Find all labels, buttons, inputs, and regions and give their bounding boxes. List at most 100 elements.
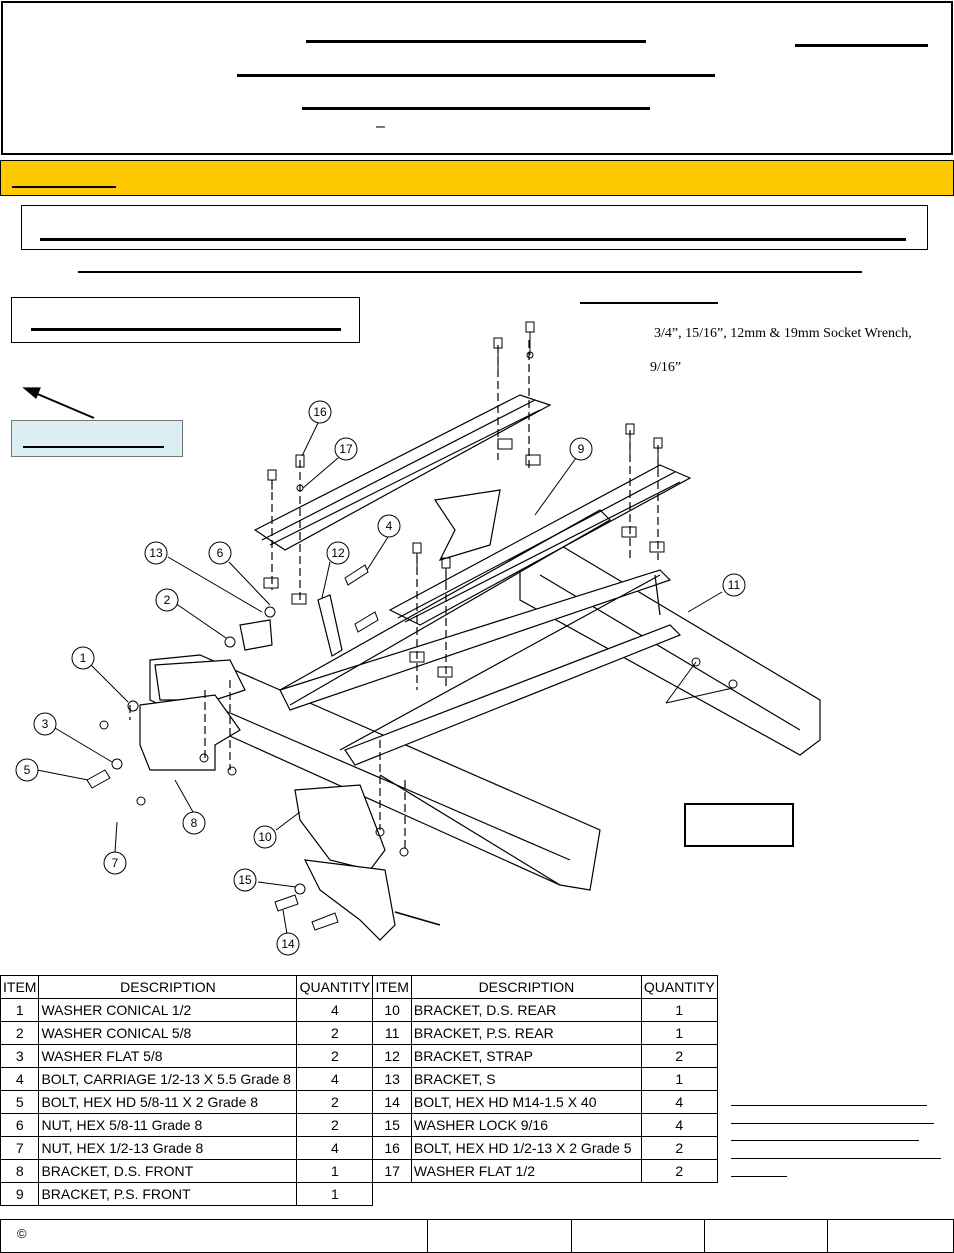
col-item: ITEM [372, 975, 412, 999]
callout-13: 13 [149, 546, 163, 560]
exploded-assembly-diagram: 1 2 3 4 5 6 7 8 9 10 11 12 13 14 15 16 1… [15, 321, 821, 956]
sig-line-5 [731, 1176, 787, 1177]
description-cell: BOLT, HEX HD 5/8-11 X 2 Grade 8 [38, 1090, 298, 1114]
item-cell: 11 [372, 1021, 412, 1045]
quantity-cell: 4 [640, 1113, 718, 1137]
item-cell: 9 [0, 1182, 40, 1206]
copyright-symbol: © [17, 1226, 27, 1241]
callout-15: 15 [238, 873, 252, 887]
description-cell: NUT, HEX 1/2-13 Grade 8 [38, 1136, 298, 1160]
note-box [684, 803, 794, 847]
footer-cell-1 [427, 1220, 428, 1252]
item-cell: 4 [0, 1067, 40, 1091]
quantity-cell: 1 [640, 1021, 718, 1045]
header-box [1, 1, 953, 155]
description-cell: BOLT, HEX HD 1/2-13 X 2 Grade 5 [410, 1136, 642, 1160]
footer-cell-4 [827, 1220, 828, 1252]
quantity-cell: 1 [296, 1182, 374, 1206]
description-cell [411, 1183, 641, 1206]
callout-11: 11 [728, 578, 741, 592]
description-cell: BRACKET, D.S. REAR [410, 998, 642, 1022]
quantity-cell: 1 [640, 1067, 718, 1091]
callout-10: 10 [258, 830, 272, 844]
item-cell: 17 [372, 1159, 412, 1183]
quantity-cell: 2 [296, 1044, 374, 1068]
description-cell: BOLT, HEX HD M14-1.5 X 40 [410, 1090, 642, 1114]
notice-underline [40, 238, 906, 241]
col-item: ITEM [0, 975, 40, 999]
description-cell: BRACKET, P.S. FRONT [38, 1182, 298, 1206]
description-cell: BRACKET, P.S. REAR [410, 1021, 642, 1045]
sig-line-2 [731, 1123, 934, 1124]
item-cell: 15 [372, 1113, 412, 1137]
parts-table-header: ITEM DESCRIPTION QUANTITY ITEM DESCRIPTI… [0, 975, 718, 999]
item-cell: 10 [372, 998, 412, 1022]
tools-heading-underline [580, 302, 718, 304]
header-underline-2 [795, 44, 928, 47]
callout-9: 9 [578, 442, 585, 456]
footer-cell-2 [571, 1220, 572, 1252]
front-note-underline [31, 328, 341, 331]
item-cell: 1 [0, 998, 40, 1022]
warning-underline [12, 186, 116, 188]
item-cell: 13 [372, 1067, 412, 1091]
quantity-cell: 2 [640, 1044, 718, 1068]
item-cell: 16 [372, 1136, 412, 1160]
quantity-cell: 2 [640, 1136, 718, 1160]
item-cell: 6 [0, 1113, 40, 1137]
callout-6: 6 [217, 546, 224, 560]
description-cell: WASHER CONICAL 1/2 [38, 998, 298, 1022]
notice-box [21, 205, 928, 250]
description-cell: BRACKET, STRAP [410, 1044, 642, 1068]
callout-8: 8 [191, 816, 198, 830]
description-cell: BOLT, CARRIAGE 1/2-13 X 5.5 Grade 8 [38, 1067, 298, 1091]
quantity-cell: 2 [640, 1159, 718, 1183]
front-label-box [11, 420, 183, 457]
header-underline-1 [306, 40, 646, 43]
front-label-underline [23, 446, 164, 448]
quantity-cell: 2 [296, 1021, 374, 1045]
tools-line-2: 9/16” [650, 360, 682, 375]
header-underline-3 [237, 74, 715, 77]
item-cell: 8 [0, 1159, 40, 1183]
item-cell: 14 [372, 1090, 412, 1114]
item-cell: 2 [0, 1021, 40, 1045]
header-dash: – [376, 118, 385, 135]
callout-3: 3 [42, 717, 49, 731]
quantity-cell: 4 [296, 1067, 374, 1091]
sig-line-3 [731, 1140, 919, 1141]
item-cell: 7 [0, 1136, 40, 1160]
description-cell: BRACKET, D.S. FRONT [38, 1159, 298, 1183]
header-underline-4 [302, 107, 650, 110]
description-cell: BRACKET, S [410, 1067, 642, 1091]
warning-bar [0, 160, 954, 196]
footer-cell-3 [704, 1220, 705, 1252]
item-cell [373, 1183, 411, 1206]
quantity-cell [641, 1183, 717, 1206]
sig-line-1 [731, 1105, 927, 1106]
description-cell: NUT, HEX 5/8-11 Grade 8 [38, 1113, 298, 1137]
callout-12: 12 [331, 546, 345, 560]
callout-4: 4 [386, 519, 393, 533]
item-cell: 5 [0, 1090, 40, 1114]
footer: © [0, 1219, 954, 1253]
callout-1: 1 [80, 651, 87, 665]
quantity-cell: 4 [296, 1136, 374, 1160]
quantity-cell: 4 [296, 998, 374, 1022]
item-cell: 3 [0, 1044, 40, 1068]
callout-7: 7 [112, 856, 119, 870]
callout-17: 17 [339, 442, 353, 456]
col-quantity: QUANTITY [640, 975, 718, 999]
parts-table: ITEM DESCRIPTION QUANTITY ITEM DESCRIPTI… [0, 975, 718, 1206]
tools-line-1: 3/4”, 15/16”, 12mm & 19mm Socket Wrench, [654, 326, 912, 341]
description-cell: WASHER CONICAL 5/8 [38, 1021, 298, 1045]
callout-2: 2 [164, 593, 171, 607]
